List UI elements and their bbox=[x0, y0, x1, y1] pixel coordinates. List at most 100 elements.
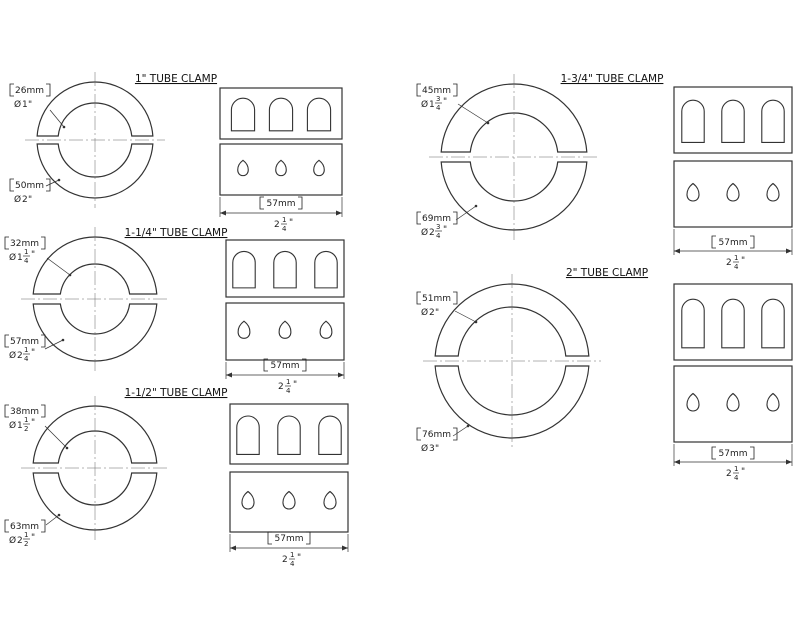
length-bracket-right bbox=[298, 196, 303, 210]
clamp-bottom-half bbox=[32, 472, 158, 531]
inner-diameter-bracket-right bbox=[453, 291, 458, 305]
outer-diameter-diameter-symbol: Ø bbox=[9, 350, 16, 361]
clamp-title: 1" TUBE CLAMP bbox=[135, 73, 217, 85]
length-bracket-left bbox=[711, 235, 716, 249]
length-mm: 57mm bbox=[719, 238, 748, 248]
teardrop-hole-1 bbox=[237, 159, 249, 177]
inner-diameter-bracket-left bbox=[4, 404, 9, 418]
length-inch-mark: " bbox=[297, 553, 301, 563]
inner-diameter-leader-dot bbox=[474, 320, 478, 324]
inner-diameter-inch-mark: " bbox=[31, 250, 35, 260]
length-inch-denominator: 4 bbox=[286, 387, 291, 395]
outer-diameter-leader-dot bbox=[57, 513, 61, 517]
outer-diameter-leader-dot bbox=[474, 204, 478, 208]
length-inch-whole: 2 bbox=[726, 469, 732, 479]
inner-diameter-bracket-right bbox=[41, 404, 46, 418]
teardrop-hole-3 bbox=[766, 392, 780, 412]
length-bracket-right bbox=[750, 235, 755, 249]
outer-diameter-inch-numerator: 1 bbox=[24, 531, 28, 539]
length-arrow-right bbox=[786, 248, 792, 254]
outer-diameter-mm: 76mm bbox=[422, 430, 451, 440]
clamp-top-half bbox=[32, 405, 158, 464]
length-inch-numerator: 1 bbox=[734, 465, 738, 473]
inner-diameter-bracket-left bbox=[4, 236, 9, 250]
inner-diameter-inch-denominator: 4 bbox=[24, 257, 29, 265]
inner-diameter-inch-numerator: 1 bbox=[24, 248, 28, 256]
clamp-bottom-half bbox=[434, 365, 590, 439]
inner-diameter-inch-whole: 1 bbox=[17, 253, 23, 263]
length-arrow-right bbox=[336, 210, 342, 216]
teardrop-hole-2 bbox=[278, 320, 292, 339]
inner-diameter-leader-dot bbox=[68, 273, 72, 277]
clamp-top-half bbox=[36, 81, 154, 137]
clamp-top-half bbox=[32, 236, 158, 295]
outer-diameter-diameter-symbol: Ø bbox=[9, 535, 16, 546]
inner-diameter-bracket-right bbox=[453, 83, 458, 97]
outer-diameter-leader bbox=[45, 179, 60, 187]
pocket-3 bbox=[306, 97, 332, 132]
length-inch-whole: 2 bbox=[282, 555, 288, 565]
pocket-2 bbox=[273, 250, 297, 289]
length-inch-numerator: 1 bbox=[734, 254, 738, 262]
outer-diameter-leader-dot bbox=[61, 338, 65, 342]
outer-diameter-mm: 63mm bbox=[10, 522, 39, 532]
outer-diameter-inch-denominator: 4 bbox=[436, 232, 441, 240]
outer-diameter-bracket-right bbox=[46, 178, 51, 192]
inner-diameter-diameter-symbol: Ø bbox=[421, 99, 428, 110]
clamp-title: 1-3/4" TUBE CLAMP bbox=[561, 73, 664, 85]
outer-diameter-leader bbox=[45, 514, 60, 526]
inner-diameter-inch-mark: " bbox=[435, 308, 439, 318]
length-arrow-right bbox=[342, 545, 348, 551]
outer-diameter-diameter-symbol: Ø bbox=[421, 227, 428, 238]
inner-diameter-inch-whole: 1 bbox=[429, 100, 435, 110]
length-inch-denominator: 4 bbox=[734, 263, 739, 271]
teardrop-hole-1 bbox=[237, 320, 251, 339]
inner-diameter-mm: 26mm bbox=[15, 86, 44, 96]
inner-diameter-leader bbox=[457, 103, 489, 124]
teardrop-hole-2 bbox=[726, 392, 740, 412]
inner-diameter-inch-numerator: 3 bbox=[436, 95, 440, 103]
length-arrow-left bbox=[230, 545, 236, 551]
length-inch-whole: 2 bbox=[726, 258, 732, 268]
pocket-1 bbox=[236, 415, 260, 455]
inner-diameter-diameter-symbol: Ø bbox=[9, 420, 16, 431]
inner-diameter-leader bbox=[454, 310, 477, 323]
length-bracket-left bbox=[267, 531, 272, 545]
teardrop-hole-3 bbox=[313, 159, 325, 177]
length-arrow-left bbox=[220, 210, 226, 216]
clamp-bottom-half bbox=[440, 161, 588, 231]
length-bracket-left bbox=[711, 446, 716, 460]
length-inch-denominator: 4 bbox=[290, 560, 295, 568]
outer-diameter-bracket-right bbox=[41, 519, 46, 533]
pocket-1 bbox=[230, 97, 256, 132]
inner-diameter-bracket-left bbox=[416, 83, 421, 97]
pocket-2 bbox=[268, 97, 294, 132]
inner-diameter-inch-whole: 2 bbox=[429, 308, 435, 318]
clamp-title: 1-1/2" TUBE CLAMP bbox=[125, 387, 228, 399]
inner-diameter-diameter-symbol: Ø bbox=[14, 99, 21, 110]
length-inch-mark: " bbox=[741, 256, 745, 266]
inner-diameter-bracket-right bbox=[41, 236, 46, 250]
inner-diameter-leader-dot bbox=[65, 446, 69, 450]
length-bracket-left bbox=[263, 358, 268, 372]
teardrop-hole-2 bbox=[275, 159, 287, 177]
inner-diameter-leader-dot bbox=[486, 121, 490, 125]
outer-diameter-inch-whole: 2 bbox=[429, 228, 435, 238]
outer-diameter-inch-denominator: 2 bbox=[24, 540, 28, 548]
inner-diameter-bracket-right bbox=[46, 83, 51, 97]
teardrop-hole-1 bbox=[241, 490, 255, 510]
length-mm: 57mm bbox=[719, 449, 748, 459]
length-inch-mark: " bbox=[293, 380, 297, 390]
length-inch-whole: 2 bbox=[274, 220, 280, 230]
outer-diameter-leader bbox=[44, 339, 64, 350]
length-arrow-right bbox=[786, 459, 792, 465]
length-mm: 57mm bbox=[275, 534, 304, 544]
length-bracket-left bbox=[259, 196, 264, 210]
clamp-title: 1-1/4" TUBE CLAMP bbox=[125, 227, 228, 239]
inner-diameter-diameter-symbol: Ø bbox=[9, 252, 16, 263]
